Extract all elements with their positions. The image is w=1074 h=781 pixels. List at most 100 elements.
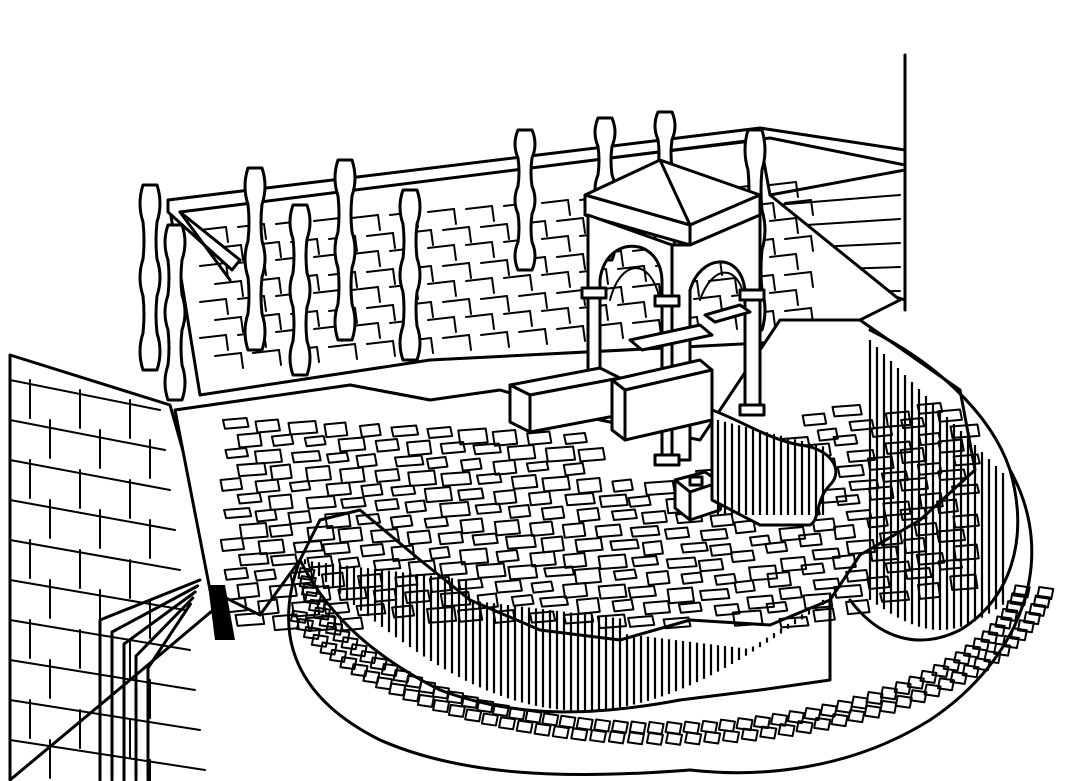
paver-joint (199, 226, 227, 231)
cobblestone (224, 447, 250, 460)
ring-stone (961, 664, 980, 679)
cobblestone (936, 498, 959, 515)
ring-stone (416, 693, 435, 708)
baluster-body (513, 128, 537, 272)
cobblestone (562, 552, 588, 569)
paver-joint (316, 274, 320, 291)
cobblestone (287, 510, 312, 525)
cobblestone (322, 541, 351, 556)
paver-joint (567, 271, 571, 288)
cobblestone (527, 490, 553, 507)
cobblestone (713, 603, 741, 617)
ring-stone (507, 706, 526, 721)
paver-joint (556, 289, 584, 294)
cobblestone (253, 448, 283, 465)
cobblestone (391, 604, 416, 619)
cobblestone (573, 567, 602, 585)
paver-joint (427, 208, 455, 213)
paver-joint (392, 304, 396, 321)
ring-stone (515, 719, 534, 734)
cobblestone (257, 538, 286, 556)
ring-stone (684, 731, 703, 746)
ring-stone (375, 676, 394, 691)
ring-stone (551, 725, 570, 740)
cobblestone (917, 582, 942, 600)
cobblestone (325, 451, 350, 464)
paver-joint (225, 226, 229, 243)
cobblestone (288, 480, 312, 493)
ring-stone (863, 704, 882, 719)
paver-joint (392, 268, 396, 285)
ring-stone (830, 713, 849, 728)
cobblestone (563, 432, 588, 446)
paver-joint (465, 241, 493, 246)
paver-joint (225, 334, 229, 351)
cobblestone (337, 586, 368, 602)
cobblestone (337, 436, 367, 453)
masonry-course (9, 699, 201, 731)
paver-joint (620, 322, 624, 339)
cobblestone (798, 532, 823, 548)
cobblestone (236, 462, 268, 478)
paver-joint (278, 349, 282, 366)
ring-stone (402, 688, 421, 703)
cobblestone (528, 610, 557, 624)
cobblestone (374, 438, 400, 453)
cobblestone (423, 516, 449, 529)
cobblestone (390, 424, 420, 438)
paver-joint (199, 262, 227, 267)
paver-joint (567, 235, 571, 252)
paver-joint (366, 232, 394, 237)
cobblestone (812, 607, 836, 623)
ring-stone (310, 633, 329, 648)
cobblestone (597, 553, 628, 570)
paver-joint (506, 295, 510, 312)
cobblestone (423, 486, 454, 504)
cobblestone (845, 539, 876, 556)
cobblestone (287, 420, 319, 436)
ring-stone (298, 575, 317, 590)
cobblestone (680, 541, 709, 554)
cobblestone (303, 435, 327, 448)
front-descent (98, 578, 235, 781)
cobblestone (903, 537, 927, 555)
cobblestone (439, 441, 467, 455)
cobblestone (372, 588, 398, 603)
cobblestone (439, 501, 471, 518)
cobblestone (407, 469, 438, 487)
descent-step (110, 584, 200, 781)
paver-joint (214, 280, 242, 285)
cobblestone (529, 520, 555, 537)
cobblestone (899, 447, 926, 464)
cobblestone (952, 543, 980, 562)
cobblestone (766, 571, 792, 589)
cobblestone (802, 592, 834, 610)
cobblestone (268, 583, 298, 599)
masonry-course (774, 194, 901, 206)
cobblestone (510, 474, 539, 490)
altar-blocks (508, 303, 752, 442)
cobblestone (339, 466, 366, 485)
cobblestone (846, 449, 876, 463)
paver-joint (354, 343, 358, 360)
cobblestone (899, 477, 929, 492)
cobblestone (475, 562, 507, 579)
paver-joint (541, 235, 569, 240)
ring-stone (498, 716, 517, 731)
paver-joint (263, 295, 267, 312)
cobblestone (900, 417, 926, 430)
cobblestone (426, 426, 454, 440)
cobblestone (337, 526, 364, 544)
cobblestone (779, 556, 808, 573)
paver-joint (354, 271, 358, 288)
paver-joint (465, 205, 493, 210)
paver-joint (620, 250, 624, 267)
paver-joint (453, 316, 457, 333)
paver-joint (480, 295, 508, 300)
paver-joint (784, 235, 812, 240)
paver-joint (430, 301, 434, 318)
cobblestone (474, 502, 503, 515)
cobblestone (223, 567, 250, 581)
paver-joint (351, 214, 379, 219)
paver-joint (214, 316, 242, 321)
